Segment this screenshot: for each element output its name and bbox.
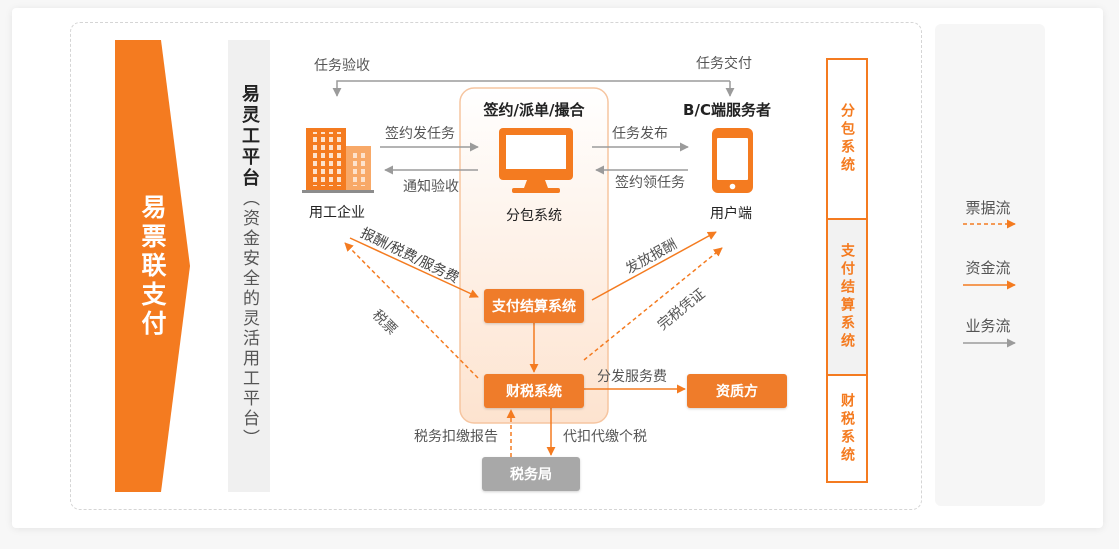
building-windows-left <box>309 132 343 186</box>
brand-banner-text: 易票联支付 <box>128 40 176 492</box>
phone-icon <box>712 128 753 193</box>
platform-label: 易灵工平台（资金安全的灵活用工平台） <box>228 84 270 474</box>
module-column: 分包系统 支付结算系统 财税系统 <box>826 58 868 483</box>
legend-business-label: 业务流 <box>965 317 1010 335</box>
arrow-pay-fees <box>349 237 479 298</box>
qualified-party-node: 资质方 <box>687 374 787 408</box>
label-user-end: 用户端 <box>710 205 752 222</box>
arrow-task-acceptance <box>332 80 730 97</box>
monitor-neck <box>524 180 548 188</box>
platform-subtitle: （资金安全的灵活用工平台） <box>239 189 259 449</box>
label-notify-accept: 通知验收 <box>403 178 459 195</box>
diagram-frame <box>70 22 922 510</box>
payment-system-box <box>484 289 584 323</box>
arrow-tax-invoice <box>344 242 479 379</box>
label-tax-certificate: 完税凭证 <box>655 286 709 334</box>
tax-bureau-node: 税务局 <box>482 457 580 491</box>
brand-title: 易票联支付 <box>138 193 167 339</box>
monitor-base <box>512 188 560 193</box>
building-windows-right <box>349 150 368 186</box>
provider-title: B/C端服务者 <box>683 101 771 119</box>
label-tax-report: 税务扣缴报告 <box>414 429 498 445</box>
phone-home-button <box>729 183 736 190</box>
label-task-publish: 任务发布 <box>612 126 668 142</box>
qualified-party-box <box>687 374 787 408</box>
module-subcontract: 分包系统 <box>828 60 866 218</box>
tax-bureau-label: 税务局 <box>510 466 552 483</box>
tax-system-box <box>484 374 584 408</box>
platform-text: 易灵工平台（资金安全的灵活用工平台） <box>236 84 262 449</box>
legend: 票据流 资金流 业务流 <box>963 199 1016 348</box>
legend-funds-label: 资金流 <box>965 259 1010 277</box>
label-enterprise: 用工企业 <box>309 204 365 221</box>
building-ground <box>302 190 374 193</box>
tax-system-label: 财税系统 <box>505 383 562 400</box>
legend-panel <box>935 24 1045 506</box>
module-tax: 财税系统 <box>828 374 866 481</box>
label-sign-receive: 签约领任务 <box>615 174 685 191</box>
building-icon <box>302 128 374 193</box>
payment-system-label: 支付结算系统 <box>491 298 576 315</box>
match-title: 签约/派单/撮合 <box>483 101 586 119</box>
label-tax-invoice: 税票 <box>369 307 400 338</box>
label-task-delivery: 任务交付 <box>696 55 752 72</box>
label-withhold-tax: 代扣代缴个税 <box>563 429 647 445</box>
payment-system-node: 支付结算系统 <box>484 289 584 323</box>
label-task-acceptance: 任务验收 <box>314 58 370 74</box>
module-payment: 支付结算系统 <box>828 218 866 374</box>
module-payment-label: 支付结算系统 <box>839 243 855 351</box>
label-distribute-fee: 分发服务费 <box>597 369 667 385</box>
tax-system-node: 财税系统 <box>484 374 584 408</box>
arrow-pay-reward <box>591 231 717 301</box>
label-pay-fees: 报酬/税费/服务费 <box>358 225 462 286</box>
monitor-screen <box>506 135 566 169</box>
module-tax-label: 财税系统 <box>839 392 855 465</box>
legend-invoice-label: 票据流 <box>965 199 1010 217</box>
qualified-party-label: 资质方 <box>716 383 758 400</box>
platform-bar <box>228 40 270 492</box>
module-subcontract-label: 分包系统 <box>839 103 855 175</box>
tax-bureau-box <box>482 457 580 491</box>
platform-name: 易灵工平台 <box>239 84 260 189</box>
label-subcontract-system: 分包系统 <box>506 208 562 224</box>
phone-screen <box>717 138 748 180</box>
brand-banner <box>115 40 190 492</box>
monitor-icon <box>499 128 573 193</box>
arrow-tax-certificate <box>583 247 723 361</box>
label-sign-assign: 签约发任务 <box>385 125 455 142</box>
